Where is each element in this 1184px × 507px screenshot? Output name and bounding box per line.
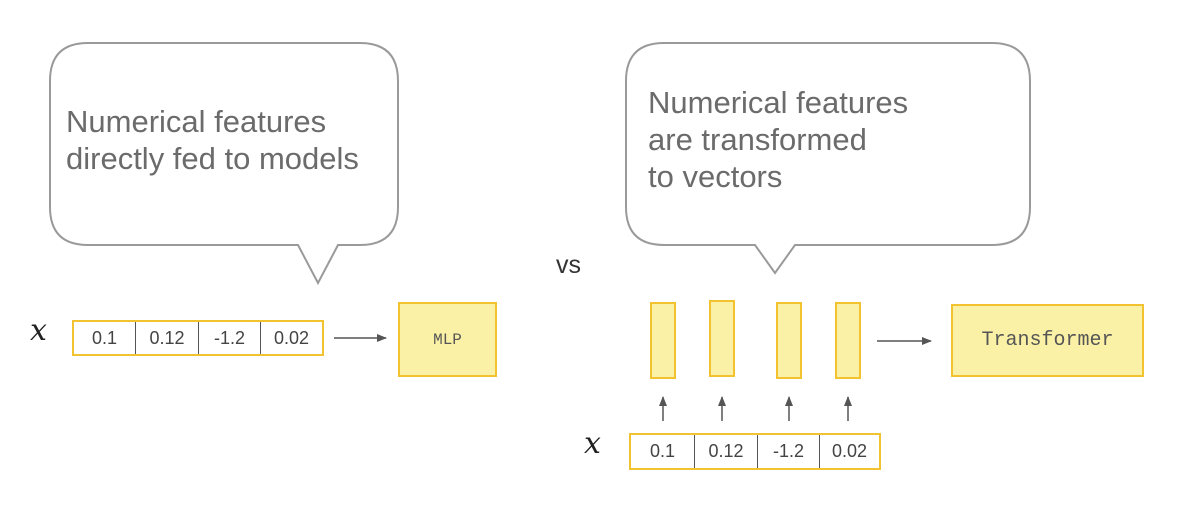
embedding-vector-2 bbox=[709, 300, 735, 377]
left-speech-bubble bbox=[49, 42, 399, 286]
right-feature-value: 0.02 bbox=[819, 435, 879, 468]
right-variable-label: x bbox=[584, 426, 601, 461]
left-feature-value: -1.2 bbox=[198, 322, 260, 354]
right-bubble-line-1: Numerical features bbox=[648, 85, 909, 120]
left-variable-label: x bbox=[30, 313, 47, 348]
left-feature-value: 0.02 bbox=[260, 322, 322, 354]
right-feature-value: 0.1 bbox=[649, 441, 676, 461]
embedding-vector-1 bbox=[650, 302, 676, 379]
right-feature-value: -1.2 bbox=[757, 435, 819, 468]
transformer-model-box: Transformer bbox=[951, 304, 1144, 377]
transformer-model-label: Transformer bbox=[981, 329, 1114, 352]
left-feature-value: 0.12 bbox=[135, 322, 198, 354]
right-feature-row: 0.1 0.12 -1.2 0.02 bbox=[629, 433, 881, 470]
mlp-model-box: MLP bbox=[398, 302, 497, 377]
right-bubble-line-3: to vectors bbox=[648, 159, 783, 194]
right-speech-bubble bbox=[625, 42, 1031, 275]
embedding-vector-3 bbox=[776, 302, 802, 379]
left-bubble-text: Numerical features directly fed to model… bbox=[66, 103, 359, 177]
left-feature-row: 0.1 0.12 -1.2 0.02 bbox=[72, 320, 324, 356]
embedding-vector-4 bbox=[835, 302, 861, 379]
vs-label: vs bbox=[556, 251, 581, 279]
left-feature-value: 0.1 bbox=[91, 327, 118, 348]
mlp-model-label: MLP bbox=[433, 330, 462, 349]
left-bubble-line-1: Numerical features bbox=[66, 104, 327, 139]
right-bubble-line-2: are transformed bbox=[648, 122, 867, 157]
right-bubble-text: Numerical features are transformed to ve… bbox=[648, 84, 908, 195]
left-bubble-line-2: directly fed to models bbox=[66, 141, 359, 176]
right-feature-value: 0.12 bbox=[694, 435, 757, 468]
